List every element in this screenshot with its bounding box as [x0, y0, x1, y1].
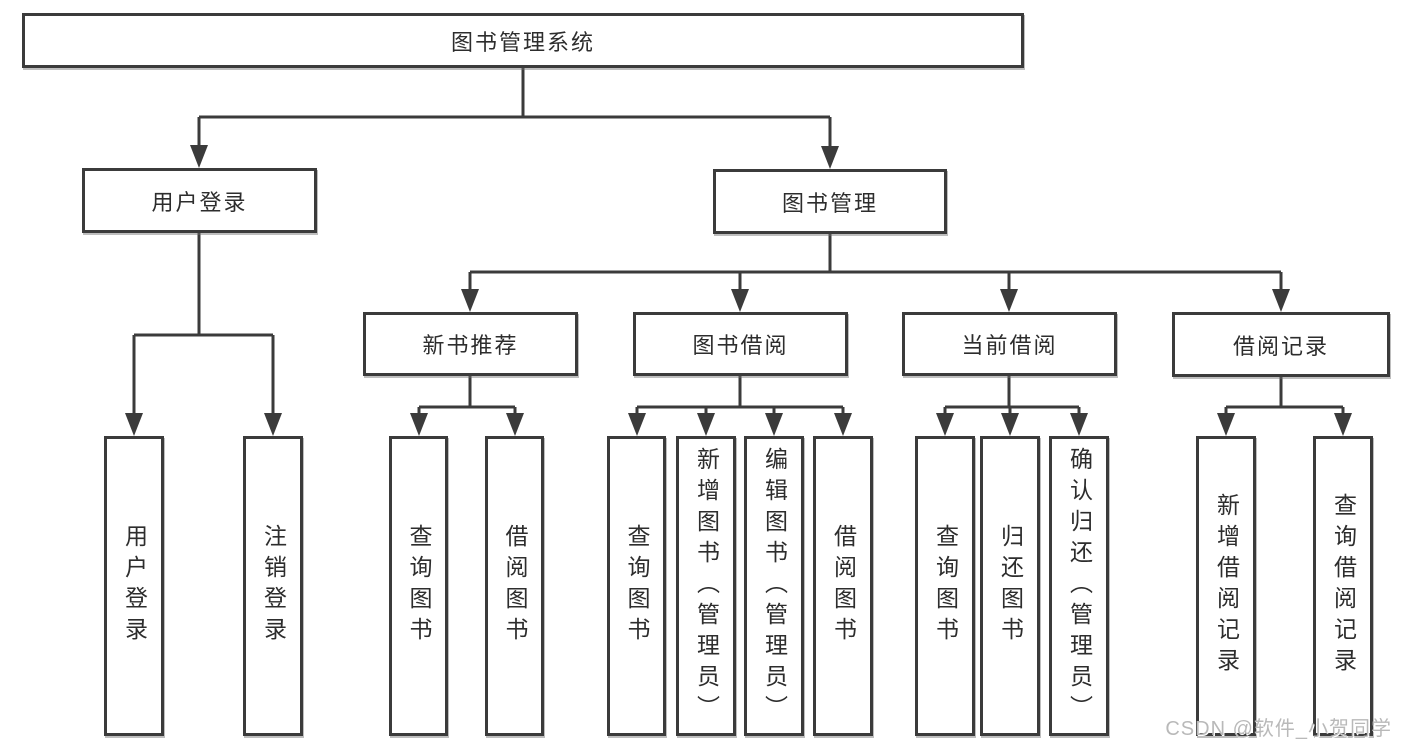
node-label: 查询图书 [406, 524, 432, 648]
node-label: 编辑图书（管理员） [761, 446, 788, 726]
node-add-borrow-record: 新增借阅记录 [1196, 436, 1256, 736]
node-label: 当前借阅 [961, 333, 1058, 358]
node-label: 借阅图书 [502, 524, 528, 648]
node-label: 新书推荐 [422, 333, 519, 358]
node-recommend-query-books: 查询图书 [389, 436, 448, 736]
node-label: 新增图书（管理员） [693, 446, 720, 726]
node-logout-leaf: 注销登录 [243, 436, 303, 736]
node-edit-books-admin: 编辑图书（管理员） [744, 436, 804, 736]
node-confirm-return-admin: 确认归还（管理员） [1049, 436, 1109, 736]
node-book-management: 图书管理 [713, 169, 947, 234]
watermark: CSDN @软件_小贺同学 [1165, 718, 1392, 740]
node-label: 注销登录 [260, 524, 287, 648]
node-label: 图书借阅 [692, 333, 789, 358]
node-borrowing-query-books: 查询图书 [607, 436, 666, 736]
node-label: 查询借阅记录 [1330, 493, 1357, 679]
node-label: 借阅图书 [830, 524, 857, 648]
node-label: 借阅记录 [1232, 333, 1329, 359]
node-label: 查询图书 [624, 524, 650, 648]
node-label: 图书管理系统 [450, 29, 595, 55]
node-label: 确认归还（管理员） [1066, 446, 1093, 726]
node-add-books-admin: 新增图书（管理员） [676, 436, 736, 736]
node-return-books: 归还图书 [980, 436, 1040, 736]
node-new-book-recommend: 新书推荐 [363, 312, 578, 376]
node-label: 图书管理 [781, 190, 878, 216]
node-label: 用户登录 [121, 524, 148, 648]
node-label: 归还图书 [997, 524, 1024, 648]
node-library-system-root: 图书管理系统 [22, 13, 1024, 68]
node-book-borrowing: 图书借阅 [633, 312, 848, 376]
node-current-query-books: 查询图书 [915, 436, 975, 736]
node-user-login-leaf: 用户登录 [104, 436, 164, 736]
node-query-borrow-record: 查询借阅记录 [1313, 436, 1373, 736]
node-current-borrowing: 当前借阅 [902, 312, 1117, 376]
node-label: 用户登录 [151, 189, 248, 215]
node-label: 新增借阅记录 [1213, 493, 1240, 679]
connector-paths [132, 68, 1345, 414]
node-borrowing-records: 借阅记录 [1172, 312, 1390, 377]
arrowheads [125, 145, 1352, 436]
node-borrowing-borrow-books: 借阅图书 [813, 436, 873, 736]
node-recommend-borrow-books: 借阅图书 [485, 436, 544, 736]
node-user-login: 用户登录 [82, 168, 317, 233]
node-label: 查询图书 [932, 524, 959, 648]
